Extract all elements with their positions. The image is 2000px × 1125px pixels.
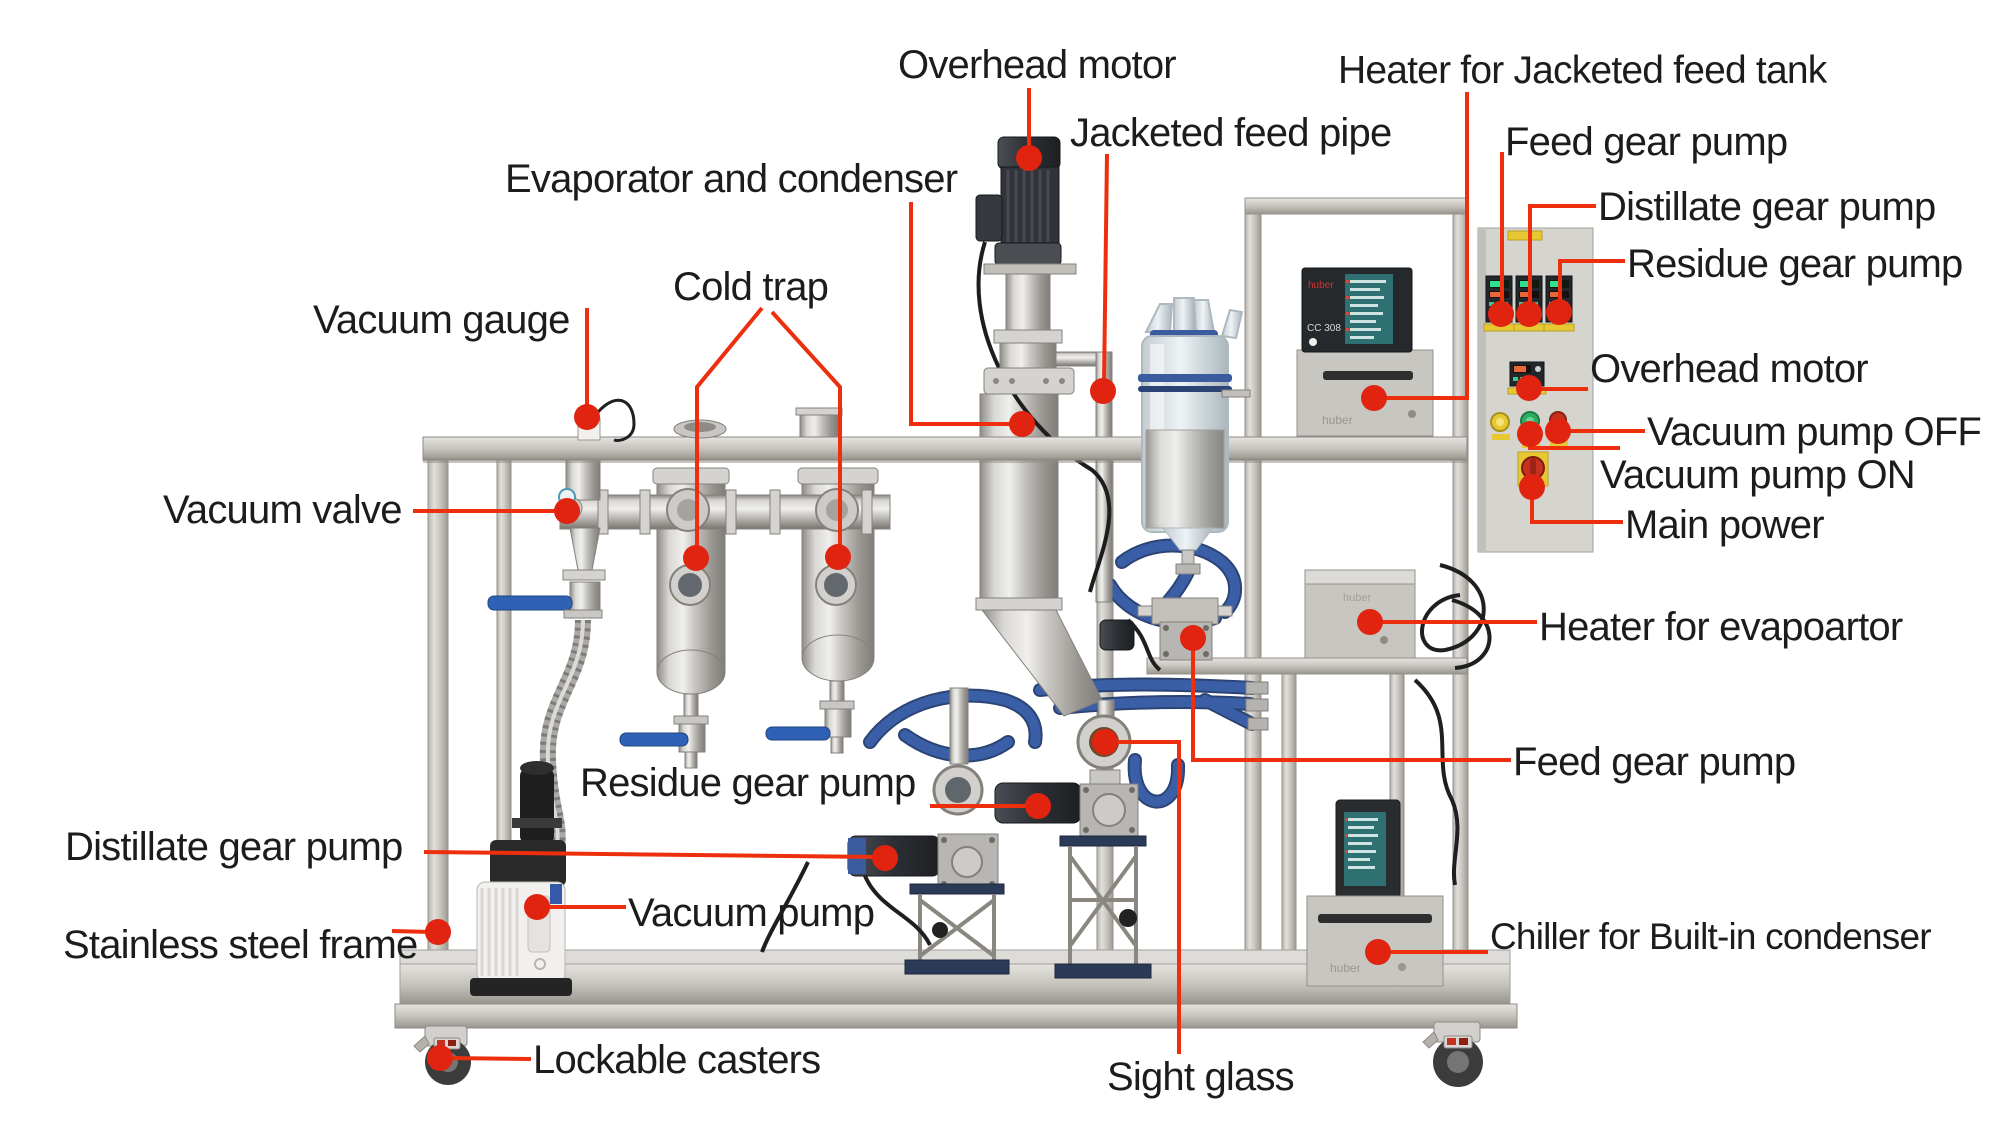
heater2-brand-text: huber bbox=[1322, 413, 1353, 427]
lockable-casters-label: Lockable casters bbox=[533, 1038, 821, 1082]
vacuum-valve-assembly bbox=[487, 445, 607, 619]
vacuum-gauge-label: Vacuum gauge bbox=[313, 298, 570, 342]
main-power-label: Main power bbox=[1625, 503, 1825, 547]
vacuum-pump-on-label: Vacuum pump ON bbox=[1600, 453, 1916, 497]
chiller-built-in-condenser-label: Chiller for Built-in condenser bbox=[1490, 916, 1932, 957]
motor-speed-controller bbox=[1507, 361, 1547, 395]
chiller-for-condenser: huber bbox=[1306, 799, 1444, 987]
heater-for-evaporator-box: huber bbox=[1304, 569, 1416, 659]
vacuum-valve-label: Vacuum valve bbox=[163, 488, 402, 532]
distillate-gear-pump-top-label: Distillate gear pump bbox=[1598, 185, 1936, 229]
vacuum-gauge-sensor bbox=[577, 398, 636, 442]
work-table bbox=[422, 436, 1468, 463]
main-power-switch bbox=[1517, 451, 1549, 487]
feed-gear-pump-top-label: Feed gear pump bbox=[1505, 120, 1788, 164]
heater-for-evaporator-label: Heater for evapoartor bbox=[1539, 605, 1903, 649]
residue-gear-pump-mid-label: Residue gear pump bbox=[580, 761, 916, 805]
jacketed-feed-tank-vessel bbox=[1138, 297, 1251, 575]
residue-gear-pump-assembly bbox=[994, 699, 1152, 979]
jacketed-feed-pipe-label: Jacketed feed pipe bbox=[1070, 111, 1392, 155]
control-panel bbox=[1477, 227, 1594, 553]
lockable-caster-right bbox=[1422, 1021, 1483, 1087]
feed-gear-pump-lower-label: Feed gear pump bbox=[1513, 740, 1796, 784]
heater-jacketed-feed-tank-label: Heater for Jacketed feed tank bbox=[1338, 49, 1827, 92]
distillate-gear-pump-left-label: Distillate gear pump bbox=[65, 825, 403, 869]
overhead-motor-right-label: Overhead motor bbox=[1590, 347, 1869, 391]
stainless-steel-frame-label: Stainless steel frame bbox=[63, 923, 418, 967]
overhead-motor-top-label: Overhead motor bbox=[898, 43, 1177, 87]
cc308-label: CC 308 bbox=[1307, 323, 1341, 334]
vacuum-manifold bbox=[559, 488, 891, 535]
distillate-gear-pump-assembly bbox=[847, 687, 1010, 975]
cold-trap-label: Cold trap bbox=[673, 265, 829, 309]
sight-glass-window bbox=[1089, 727, 1119, 757]
vacuum-pump-off-label: Vacuum pump OFF bbox=[1647, 410, 1982, 454]
residue-gear-pump-top-label: Residue gear pump bbox=[1627, 242, 1963, 286]
heater-brand-text: huber bbox=[1343, 592, 1371, 604]
cc-brand-text: huber bbox=[1308, 280, 1334, 291]
vacuum-pump-label: Vacuum pump bbox=[628, 891, 875, 935]
chiller-brand-text: huber bbox=[1330, 961, 1361, 975]
heater-for-feed-tank-stack: huber huber CC 308 bbox=[1296, 267, 1434, 437]
lockable-caster-left bbox=[413, 1025, 471, 1085]
cold-trap-top-ports bbox=[673, 407, 843, 439]
sight-glass-label: Sight glass bbox=[1107, 1055, 1295, 1099]
evaporator-and-condenser-label: Evaporator and condenser bbox=[505, 157, 958, 201]
